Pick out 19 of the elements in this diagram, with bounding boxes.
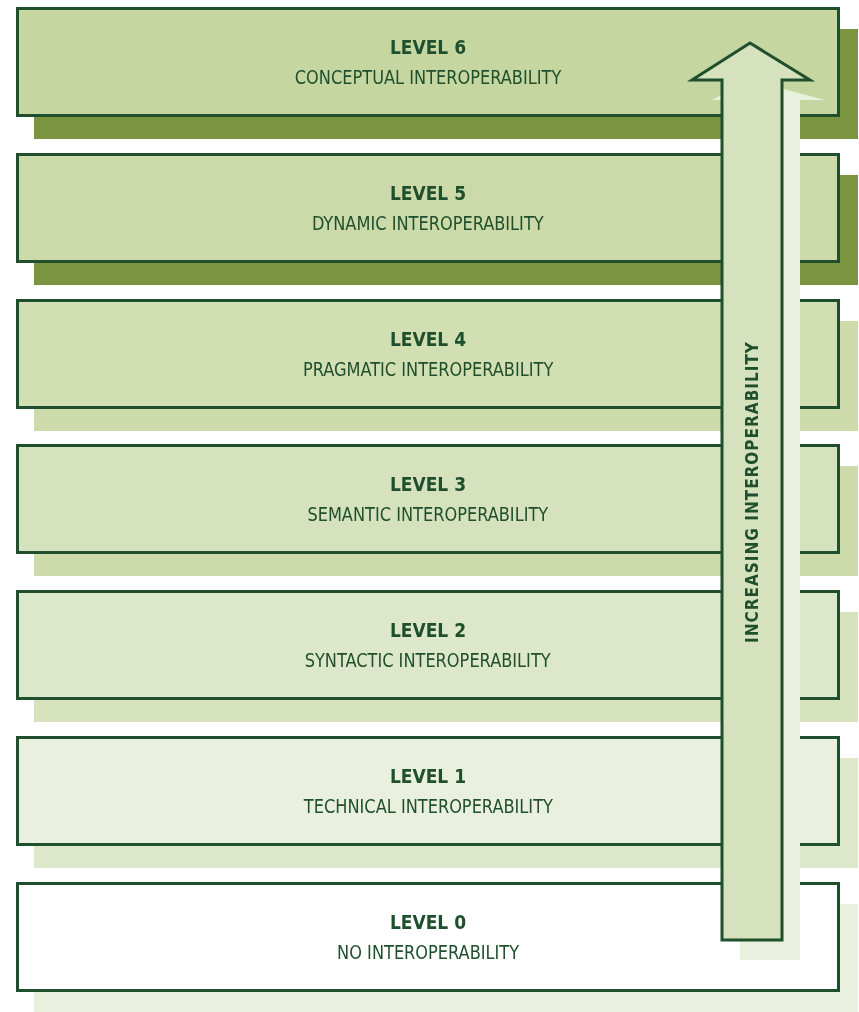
level-description: CONCEPTUAL INTEROPERABILITY (294, 64, 562, 91)
level-title: LEVEL 5 (389, 181, 467, 206)
level-box (16, 736, 840, 846)
level-title: LEVEL 2 (389, 618, 467, 643)
level-description: TECHNICAL INTEROPERABILITY (303, 793, 553, 820)
level-title: LEVEL 6 (389, 35, 467, 60)
level-description: NO INTEROPERABILITY (336, 939, 519, 966)
level-title: LEVEL 3 (389, 472, 467, 497)
level-box (16, 7, 840, 117)
level-box (16, 882, 840, 992)
level-description: SYNTACTIC INTEROPERABILITY (305, 647, 551, 674)
level-title: LEVEL 4 (389, 327, 467, 352)
level-title: LEVEL 0 (389, 910, 467, 935)
level-box (16, 153, 840, 263)
level-title: LEVEL 1 (389, 764, 467, 789)
level-description: SEMANTIC INTEROPERABILITY (307, 501, 549, 528)
axis-label: INCREASING INTEROPERABILITY (741, 341, 762, 643)
level-description: PRAGMATIC INTEROPERABILITY (302, 356, 554, 383)
level-description: DYNAMIC INTEROPERABILITY (312, 210, 544, 237)
